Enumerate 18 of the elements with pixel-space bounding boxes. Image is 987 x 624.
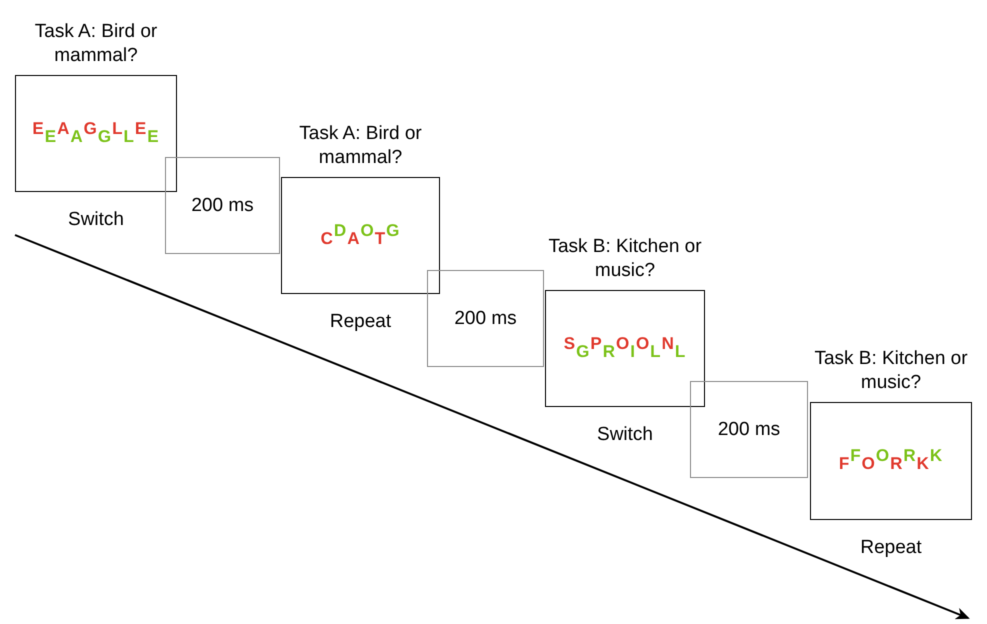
trial-type-label: Repeat <box>330 311 392 332</box>
word-stimulus: SGPROIOLNL <box>564 338 686 358</box>
interval-duration: 200 ms <box>191 194 254 216</box>
task-question: Task A: Bird or mammal? <box>298 122 423 170</box>
task-question: Task B: Kitchen or music? <box>547 235 703 283</box>
blank-screen <box>427 270 544 367</box>
word-stimulus: EEAAGGLLEE <box>32 124 160 144</box>
word-stimulus: FFOORRKK <box>838 451 944 471</box>
interval-duration: 200 ms <box>454 308 517 328</box>
task-question: Task B: Kitchen or music? <box>813 347 969 395</box>
trial-type-label: Switch <box>68 209 124 230</box>
blank-screen <box>690 381 808 478</box>
interval-duration: 200 ms <box>718 418 780 440</box>
task-question: Task A: Bird or mammal? <box>34 20 158 68</box>
blank-screen <box>165 157 280 254</box>
trial-type-label: Repeat <box>860 537 922 558</box>
word-stimulus: CDAOTG <box>320 226 400 246</box>
trial-type-label: Switch <box>597 424 653 445</box>
